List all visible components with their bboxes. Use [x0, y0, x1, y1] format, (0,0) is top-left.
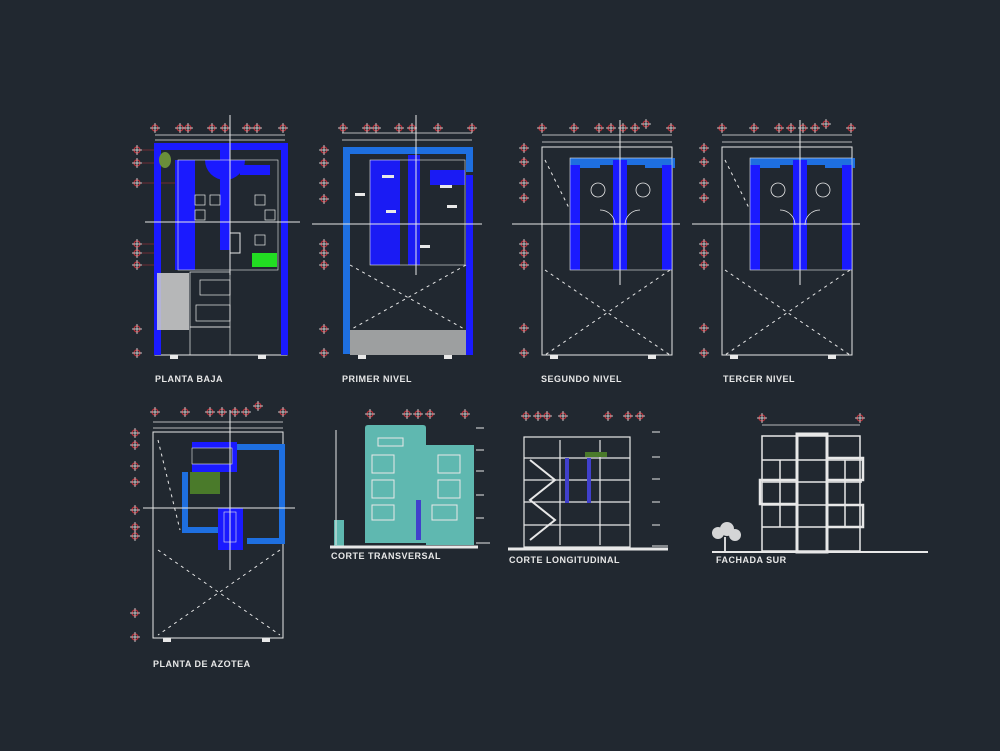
label-planta-baja: PLANTA BAJA — [155, 374, 223, 384]
planta-de-azotea-drawing — [129, 400, 295, 643]
label-planta-de-azotea: PLANTA DE AZOTEA — [153, 659, 251, 669]
segundo-nivel-drawing — [512, 118, 680, 359]
corte-longitudinal-drawing — [508, 410, 668, 551]
planta-baja-drawing — [131, 115, 300, 359]
label-primer-nivel: PRIMER NIVEL — [342, 374, 413, 384]
label-corte-transversal: CORTE TRANSVERSAL — [331, 551, 442, 561]
label-fachada-sur: FACHADA SUR — [716, 555, 787, 565]
label-tercer-nivel: TERCER NIVEL — [723, 374, 796, 384]
label-segundo-nivel: SEGUNDO NIVEL — [541, 374, 623, 384]
tercer-nivel-drawing — [692, 118, 860, 359]
primer-nivel-drawing — [312, 115, 482, 359]
label-corte-longitudinal: CORTE LONGITUDINAL — [509, 555, 620, 565]
corte-transversal-drawing — [330, 408, 490, 549]
fachada-sur-drawing — [712, 412, 928, 554]
